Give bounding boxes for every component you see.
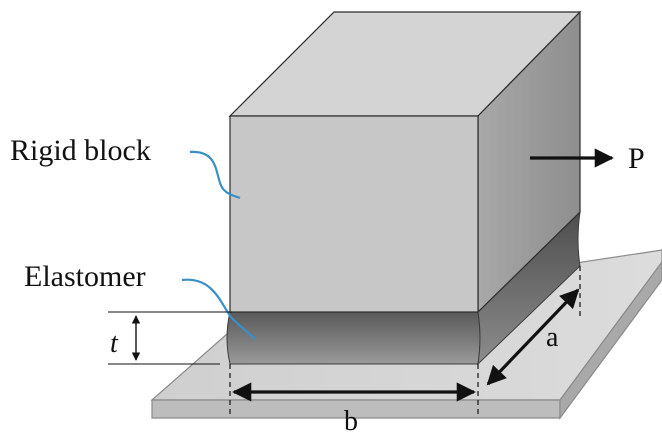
width-dimension bbox=[229, 364, 479, 416]
force-label: P bbox=[628, 142, 645, 175]
elastomer-front-face bbox=[226, 311, 481, 365]
width-label: b bbox=[344, 406, 358, 437]
thickness-dimension bbox=[108, 311, 232, 365]
depth-arrow bbox=[486, 288, 580, 386]
elastomer-leader bbox=[181, 278, 257, 341]
rigid-block bbox=[228, 10, 582, 314]
rigid-block-front-face bbox=[229, 115, 479, 313]
base-plate-side-edge bbox=[559, 260, 662, 420]
rigid-block-label: Rigid block bbox=[10, 134, 151, 167]
depth-label: a bbox=[546, 322, 559, 353]
rigid-block-leader bbox=[189, 150, 241, 200]
thickness-label: t bbox=[110, 328, 119, 359]
elastomer-label: Elastomer bbox=[24, 260, 146, 293]
depth-dimension bbox=[486, 266, 581, 386]
